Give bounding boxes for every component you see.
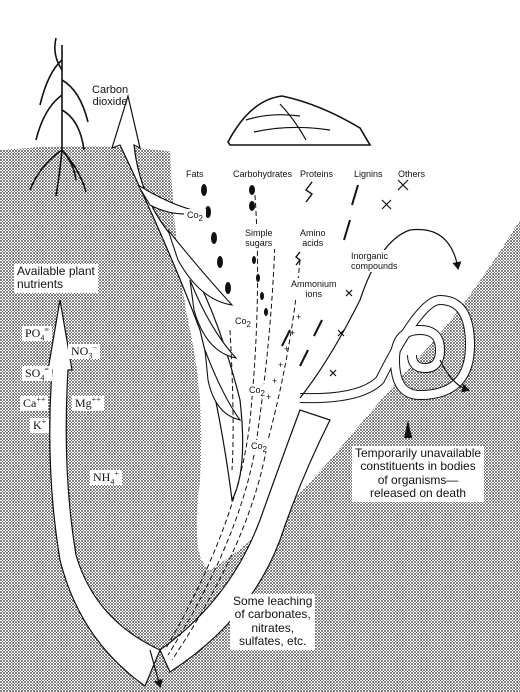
co2-label: Co2 <box>246 384 268 397</box>
label-line: sulfates, etc. <box>239 634 307 649</box>
co2-lobe-3 <box>189 279 238 359</box>
svg-text:+: + <box>278 360 283 370</box>
inorganic-compounds-label: Inorganic compounds <box>348 250 401 273</box>
svg-text:+: + <box>266 392 271 402</box>
amino-acids-label: Amino acids <box>297 227 329 250</box>
label-line: released on death <box>370 486 467 501</box>
fat-symbols <box>201 184 231 294</box>
label-line: Ammonium <box>291 279 337 289</box>
co2-lobe-4 <box>204 349 242 421</box>
nutrient-so4: SO4= <box>22 366 52 382</box>
carbon-dioxide-label: Carbon dioxide <box>92 84 128 109</box>
label-line: Some leaching <box>233 594 313 608</box>
label-line: dioxide <box>92 96 128 109</box>
label-line: nutrients <box>17 277 64 292</box>
co2-label: Co2 <box>232 315 254 328</box>
nutrient-ca: Ca++ <box>20 396 49 412</box>
fats-label: Fats <box>186 169 204 179</box>
simple-sugars-label: Simple sugars <box>242 227 276 250</box>
leaching-arrow <box>149 649 163 688</box>
others-label: Others <box>398 169 426 179</box>
lignins-label: Lignins <box>354 169 383 179</box>
carbohydrate-symbols <box>249 185 268 316</box>
label-line: Inorganic <box>351 251 389 261</box>
label-line: sugars <box>245 238 273 249</box>
carbohydrates-label: Carbohydrates <box>233 169 293 179</box>
co2-lobe-2 <box>167 229 234 306</box>
nutrient-nh4: NH4+ <box>90 470 122 486</box>
label-line: Amino <box>300 228 326 238</box>
label-line: ions <box>305 289 323 300</box>
plant-residue-mound-icon <box>227 95 372 146</box>
other-symbols <box>329 179 409 377</box>
nutrient-mg: Mg++ <box>72 396 104 412</box>
label-line: nitrates, <box>251 620 295 635</box>
co2-label: Co2 <box>184 209 206 222</box>
leaching-label: Some leaching of carbonates, nitrates, s… <box>230 594 316 650</box>
nutrient-k: K+ <box>30 418 50 434</box>
nutrient-po4: PO4≡ <box>22 326 52 342</box>
svg-text:+: + <box>296 312 301 322</box>
svg-text:+: + <box>284 344 289 354</box>
spiral-outlet-arrow <box>439 359 470 393</box>
label-line: Simple <box>245 228 273 238</box>
label-line: Temporarily unavailable <box>355 446 482 460</box>
proteins-label: Proteins <box>300 169 334 179</box>
svg-text:+: + <box>290 328 295 338</box>
svg-text:+: + <box>272 376 277 386</box>
co2-label: Co2 <box>248 440 270 453</box>
flow-lines <box>164 194 301 661</box>
label-line: constituents in bodies <box>360 459 476 474</box>
label-line: Carbon <box>92 84 129 96</box>
ammonium-symbols: +++ +++ <box>266 312 301 402</box>
label-line: acids <box>302 238 324 249</box>
protein-symbols <box>295 181 314 266</box>
label-line: of carbonates, <box>234 607 311 622</box>
label-line: compounds <box>351 261 398 272</box>
available-plant-nutrients-label: Available plant nutrients <box>14 264 98 293</box>
label-line: Available plant <box>17 264 95 278</box>
nutrient-no3: NO3− <box>68 344 100 360</box>
temporarily-unavailable-label: Temporarily unavailable constituents in … <box>352 446 485 502</box>
ammonium-ions-label: Ammonium ions <box>288 278 340 301</box>
lignin-symbols <box>281 184 359 367</box>
corn-plant-icon <box>29 37 89 197</box>
nutrient-channel-left <box>47 299 161 687</box>
unavailable-pointer <box>404 420 412 438</box>
label-line: of organisms— <box>377 472 459 487</box>
